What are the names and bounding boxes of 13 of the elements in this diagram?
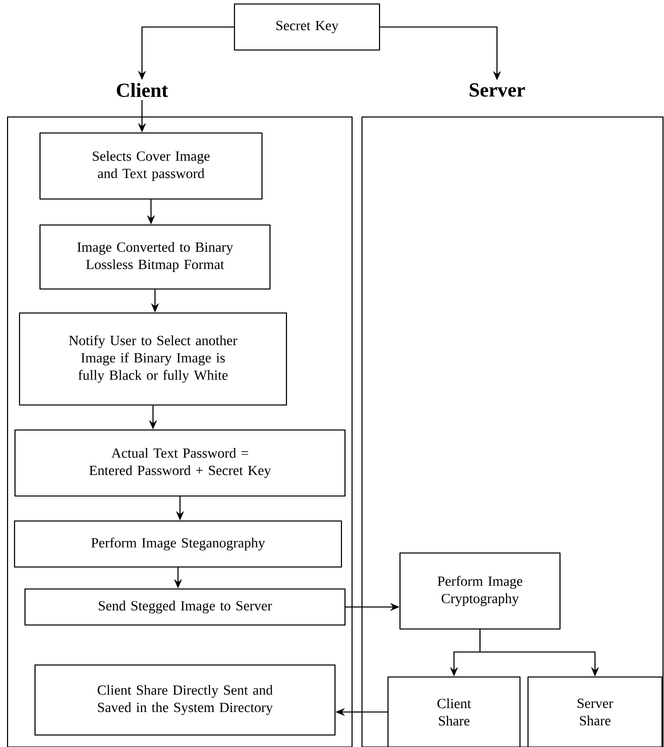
process-box: Client Share Directly Sent and Saved in the System Directory xyxy=(34,664,336,736)
node-label: Server xyxy=(470,83,525,97)
process-box: Image Converted to Binary Lossless Bitmap Format xyxy=(39,224,271,290)
process-box: Actual Text Password = Entered Password + Secret Key xyxy=(14,429,346,497)
process-box: Secret Key xyxy=(234,3,380,51)
process-box: Notify User to Select another Image if Binary Image is fully Black or fully White xyxy=(19,312,287,406)
process-box: Send Stegged Image to Server xyxy=(24,588,346,626)
node-label: Client xyxy=(116,82,168,98)
process-box: Perform Image Cryptography xyxy=(399,552,561,630)
process-box: Selects Cover Image and Text password xyxy=(39,132,263,200)
process-box: Perform Image Steganography xyxy=(14,520,342,568)
process-box: Client Share xyxy=(387,676,521,747)
process-box: Server Share xyxy=(527,676,663,747)
